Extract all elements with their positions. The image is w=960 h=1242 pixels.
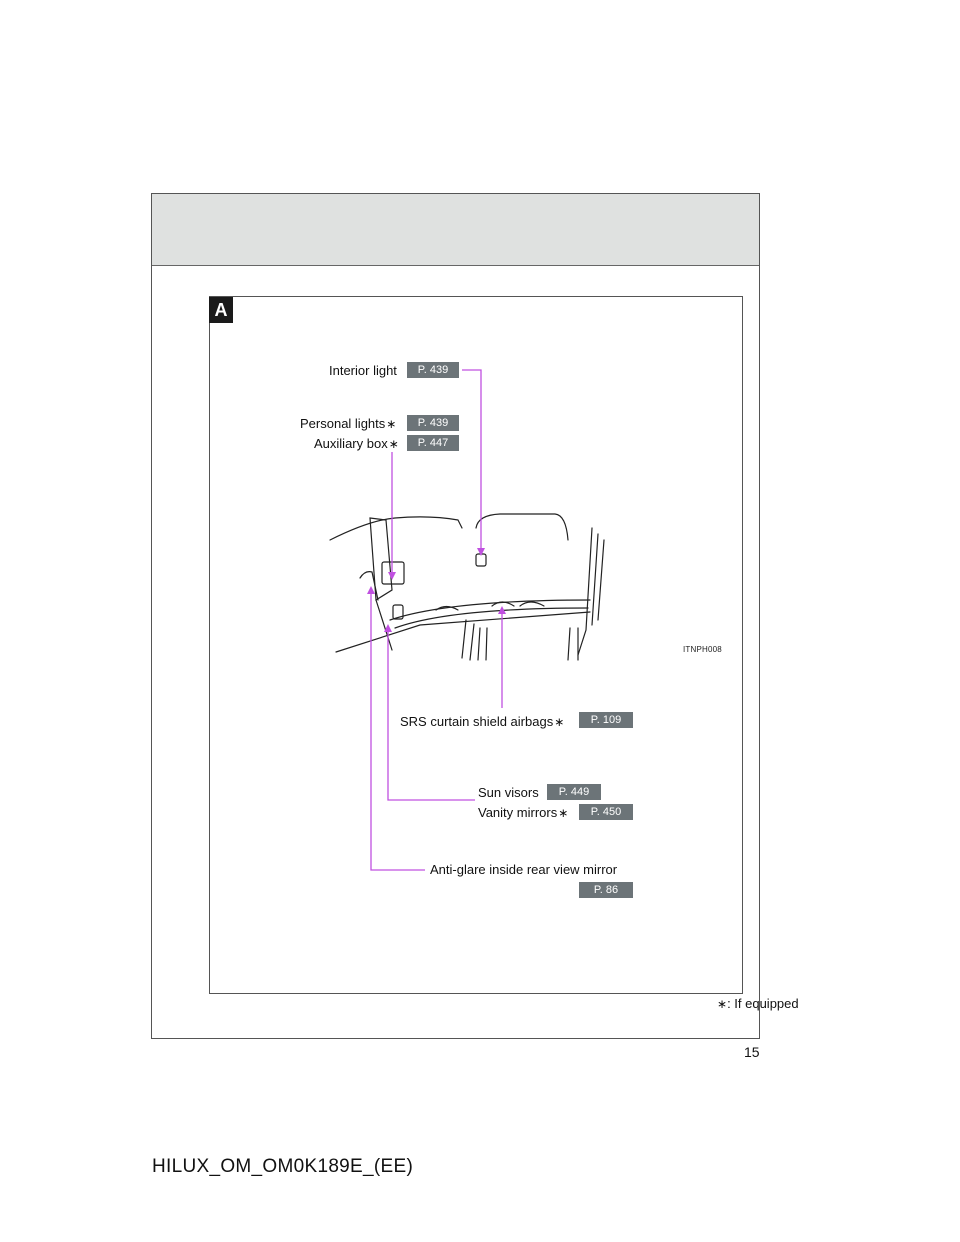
asterisk-icon: ∗ bbox=[558, 806, 569, 820]
interior-light-page-ref[interactable]: P. 439 bbox=[407, 362, 459, 378]
sun-visor-shape bbox=[392, 604, 404, 620]
windshield-top bbox=[475, 513, 569, 541]
sun-visors-label: Sun visors bbox=[478, 785, 539, 800]
section-badge: A bbox=[209, 297, 233, 323]
anti-glare-mirror-label: Anti-glare inside rear view mirror bbox=[430, 862, 618, 877]
footnote: ∗: If equipped bbox=[717, 996, 799, 1011]
personal-lights-page-ref[interactable]: P. 439 bbox=[407, 415, 459, 431]
srs-airbags-label: SRS curtain shield airbags∗ bbox=[400, 714, 565, 729]
interior-light-label: Interior light bbox=[329, 363, 397, 378]
personal-lights-label: Personal lights∗ bbox=[300, 416, 397, 431]
auxiliary-box-label: Auxiliary box∗ bbox=[314, 436, 399, 451]
asterisk-icon: ∗ bbox=[554, 715, 565, 729]
sun-visors-page-ref[interactable]: P. 449 bbox=[547, 784, 601, 800]
document-id: HILUX_OM_OM0K189E_(EE) bbox=[152, 1156, 414, 1177]
anti-glare-mirror-page-ref[interactable]: P. 86 bbox=[579, 882, 633, 898]
auxiliary-box-page-ref[interactable]: P. 447 bbox=[407, 435, 459, 451]
page-number: 15 bbox=[744, 1044, 760, 1060]
page-frame bbox=[151, 193, 760, 1039]
asterisk-icon: ∗ bbox=[388, 437, 399, 451]
header-band bbox=[152, 194, 759, 266]
right-pillar bbox=[577, 527, 593, 656]
header-line bbox=[389, 599, 591, 621]
srs-airbags-page-ref[interactable]: P. 109 bbox=[579, 712, 633, 728]
roof-edge bbox=[329, 516, 463, 541]
vanity-mirrors-page-ref[interactable]: P. 450 bbox=[579, 804, 633, 820]
vanity-mirrors-label: Vanity mirrors∗ bbox=[478, 805, 569, 820]
asterisk-icon: ∗ bbox=[386, 417, 397, 431]
asterisk-icon: ∗ bbox=[717, 997, 728, 1011]
a-pillar bbox=[369, 517, 393, 602]
illustration-frame bbox=[209, 296, 743, 994]
image-code: ITNPH008 bbox=[683, 645, 722, 654]
